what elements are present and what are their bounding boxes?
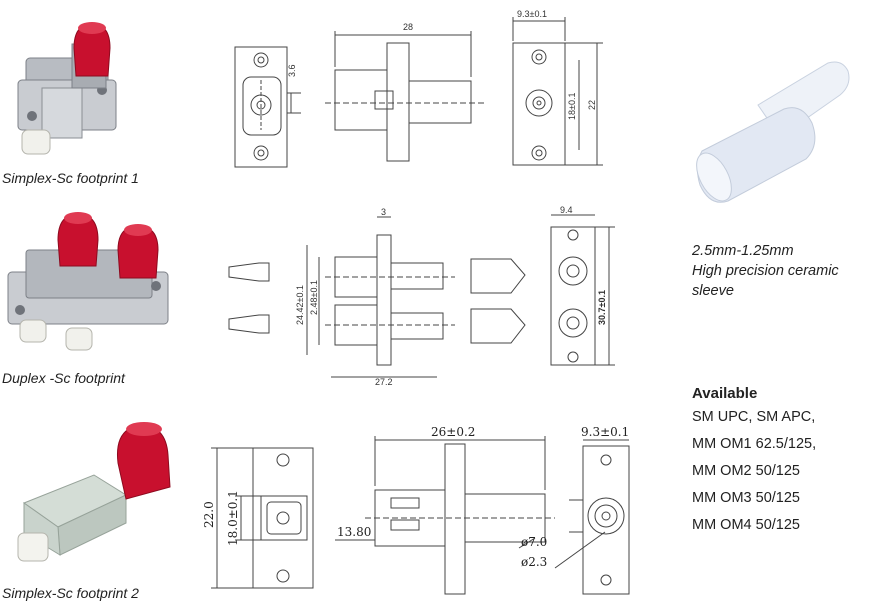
caption-duplex: Duplex -Sc footprint xyxy=(2,370,125,386)
drawing-simplex-2: 22.0 18.0±0.1 26±0.2 9.3±0.1 13.80 ø7.0 … xyxy=(202,425,630,595)
dim-13-80: 13.80 xyxy=(337,525,371,539)
available-item: MM OM3 50/125 xyxy=(692,490,800,506)
caption-simplex-2: Simplex-Sc footprint 2 xyxy=(2,585,139,601)
sleeve-line-3: sleeve xyxy=(692,283,734,299)
sleeve-line-2: High precision ceramic xyxy=(692,263,839,279)
dim-tab-3: 3 xyxy=(381,207,386,217)
dim-length-28: 28 xyxy=(403,22,413,32)
available-item: MM OM4 50/125 xyxy=(692,517,800,533)
drawing-simplex-1: 28 9.3±0.1 3.6 18±0.1 22 xyxy=(234,9,603,168)
dim-phi-7: ø7.0 xyxy=(521,535,547,549)
dim-3-6: 3.6 xyxy=(287,64,297,77)
dim-18-0: 18.0±0.1 xyxy=(226,490,240,546)
dim-width-9-4: 9.4 xyxy=(560,205,573,215)
dim-30-7: 30.7±0.1 xyxy=(597,290,607,325)
ceramic-sleeve-photo xyxy=(696,61,850,203)
dim-26: 26±0.2 xyxy=(431,425,475,439)
dim-width-9-3: 9.3±0.1 xyxy=(517,9,547,19)
available-item: SM UPC, SM APC, xyxy=(692,409,816,425)
dim-22-0: 22.0 xyxy=(202,501,216,528)
drawing-duplex: 3 9.4 24.42±0.1 2.48±0.1 30.7±0.1 27.2 xyxy=(228,205,615,387)
dim-27-2: 27.2 xyxy=(375,377,393,387)
available-title: Available xyxy=(692,385,758,402)
simplex-adapter-photo-1 xyxy=(17,22,117,155)
simplex-adapter-photo-2 xyxy=(17,422,171,562)
duplex-adapter-photo xyxy=(7,212,169,351)
dim-9-3: 9.3±0.1 xyxy=(581,425,629,439)
dim-22: 22 xyxy=(587,100,597,110)
sleeve-description: 2.5mm-1.25mm High precision ceramic slee… xyxy=(692,241,839,301)
dim-2-48: 2.48±0.1 xyxy=(309,280,319,315)
sleeve-line-1: 2.5mm-1.25mm xyxy=(692,243,794,259)
dim-18: 18±0.1 xyxy=(567,93,577,120)
caption-simplex-1: Simplex-Sc footprint 1 xyxy=(2,170,139,186)
available-item: MM OM2 50/125 xyxy=(692,463,800,479)
dim-phi-2-3: ø2.3 xyxy=(521,555,547,569)
dim-24-42: 24.42±0.1 xyxy=(295,285,305,325)
available-item: MM OM1 62.5/125, xyxy=(692,436,817,452)
available-section: Available SM UPC, SM APC, MM OM1 62.5/12… xyxy=(692,385,816,539)
